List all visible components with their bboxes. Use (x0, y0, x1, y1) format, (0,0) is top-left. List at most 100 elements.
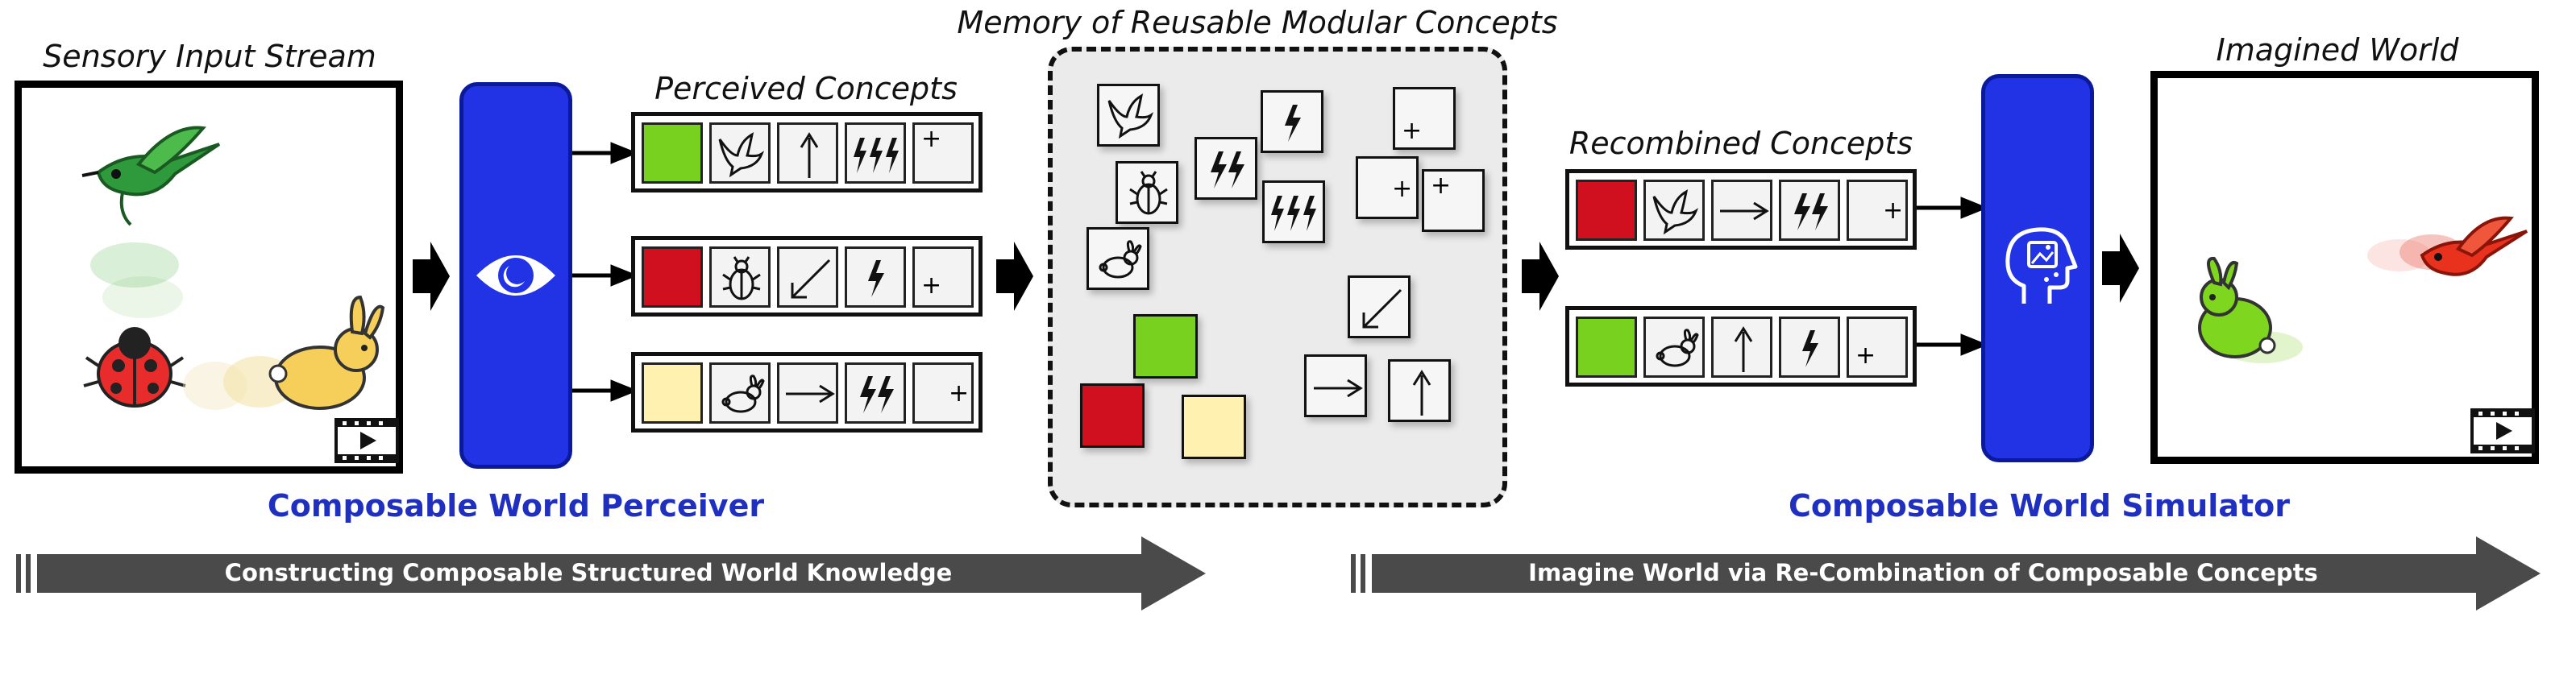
plus-icon: + (921, 125, 942, 153)
ladybug-icon (83, 327, 186, 408)
memory-swatch-red (1080, 383, 1145, 448)
perceived-row-green: + (631, 112, 983, 192)
cell-rabbit (709, 362, 771, 424)
flow-chevron-2 (996, 242, 1033, 311)
memory-tile-plus-1: + (1393, 87, 1456, 150)
arrow-up-icon (1412, 370, 1431, 416)
color-swatch-yellow (642, 362, 703, 424)
plus-icon: + (1855, 342, 1876, 370)
cell-arrow-right (1711, 180, 1772, 241)
plus-icon: + (1883, 197, 1904, 225)
memory-tile-bug (1116, 161, 1178, 224)
perceived-row-red: + (631, 236, 983, 317)
cell-rabbit (1643, 317, 1705, 378)
flow-chevron-4 (2102, 234, 2139, 303)
color-swatch-red (642, 246, 703, 308)
memory-tile-single-bolt (1261, 90, 1323, 153)
memory-swatch-yellow (1182, 395, 1246, 459)
arrow-right-icon (786, 384, 835, 404)
arrow-down-left-icon (1362, 288, 1402, 329)
memory-tile-arrow-right (1304, 354, 1367, 417)
single-bolt-icon (1285, 105, 1301, 142)
cell-double-bolt (1779, 180, 1840, 241)
bird-icon (718, 132, 765, 178)
cell-plus: + (912, 362, 974, 424)
double-bolt-icon (860, 376, 894, 413)
double-bolt-icon (1794, 193, 1828, 230)
arrow-up-icon (800, 132, 819, 178)
memory-tile-triple-bolt (1262, 180, 1325, 243)
cell-bird (709, 122, 771, 184)
memory-tile-plus-2: + (1356, 156, 1419, 219)
rabbit-icon (721, 375, 765, 413)
concept-memory-panel: + + + (1048, 47, 1507, 507)
hummingbird-icon (81, 126, 221, 226)
perceived-title: Perceived Concepts (654, 71, 958, 106)
cell-arrow-up (1711, 317, 1772, 378)
imagination-head-icon (2005, 227, 2078, 304)
rabbit-icon (1656, 329, 1699, 367)
perceiver-module (459, 82, 572, 469)
cell-arrow-down-left (777, 246, 838, 308)
simulator-module (1981, 74, 2094, 462)
single-bolt-icon (868, 260, 884, 297)
memory-title: Memory of Reusable Modular Concepts (957, 5, 1558, 40)
cell-bird (1643, 180, 1705, 241)
memory-tile-plus-3: + (1422, 169, 1485, 232)
color-swatch-green (1576, 317, 1637, 378)
hummingbird-trail-icon (90, 242, 183, 318)
video-play-icon (2470, 408, 2535, 453)
sensory-input-frame (15, 81, 403, 474)
triple-bolt-icon (854, 138, 899, 173)
process-arrow-left (16, 536, 1206, 611)
cell-arrow-right (777, 362, 838, 424)
color-swatch-red (1576, 180, 1637, 241)
memory-tile-double-bolt (1195, 137, 1257, 200)
memory-tile-arrow-down-left (1348, 275, 1411, 338)
recombined-title: Recombined Concepts (1568, 126, 1913, 161)
simulator-label: Composable World Simulator (1789, 488, 2290, 524)
cell-plus: + (1847, 317, 1908, 378)
cell-plus: + (912, 246, 974, 308)
arrow-down-left-icon (791, 259, 831, 299)
rabbit-icon (268, 295, 385, 410)
cell-double-bolt (845, 362, 906, 424)
color-swatch-green (642, 122, 703, 184)
cell-arrow-up (777, 122, 838, 184)
bird-icon (1652, 189, 1699, 235)
plus-icon: + (949, 379, 970, 408)
imagined-world-frame (2150, 71, 2539, 464)
single-bolt-icon (1802, 330, 1818, 367)
memory-swatch-green (1133, 314, 1198, 379)
green-rabbit-icon (2198, 256, 2276, 358)
perceiver-label: Composable World Perceiver (267, 488, 765, 524)
recombined-row-red: + (1565, 169, 1917, 250)
process-arrow-left-label: Constructing Composable Structured World… (224, 559, 953, 586)
arrow-right-icon (1720, 201, 1769, 221)
plus-icon: + (1402, 117, 1423, 145)
process-arrow-right-label: Imagine World via Re-Combination of Comp… (1528, 559, 2318, 586)
memory-tile-rabbit (1086, 227, 1149, 290)
sensory-title: Sensory Input Stream (43, 39, 376, 74)
cell-single-bolt (845, 246, 906, 308)
cell-plus: + (1847, 180, 1908, 241)
arrow-right-icon (1314, 379, 1363, 398)
plus-icon: + (1392, 175, 1413, 203)
bird-icon (1107, 93, 1154, 139)
arrow-up-icon (1734, 326, 1753, 372)
video-play-icon (334, 418, 399, 463)
cell-bug (709, 246, 771, 308)
memory-tile-arrow-up (1388, 359, 1451, 422)
cell-single-bolt (1779, 317, 1840, 378)
bug-icon (722, 256, 761, 300)
imagined-title: Imagined World (2216, 32, 2459, 68)
perceived-row-yellow: + (631, 352, 983, 433)
memory-tile-bird (1097, 84, 1160, 147)
double-bolt-icon (1211, 151, 1244, 188)
red-hummingbird-icon (2420, 216, 2528, 276)
rabbit-icon (1099, 240, 1142, 279)
plus-icon: + (1431, 172, 1452, 200)
triple-bolt-icon (1271, 196, 1316, 231)
